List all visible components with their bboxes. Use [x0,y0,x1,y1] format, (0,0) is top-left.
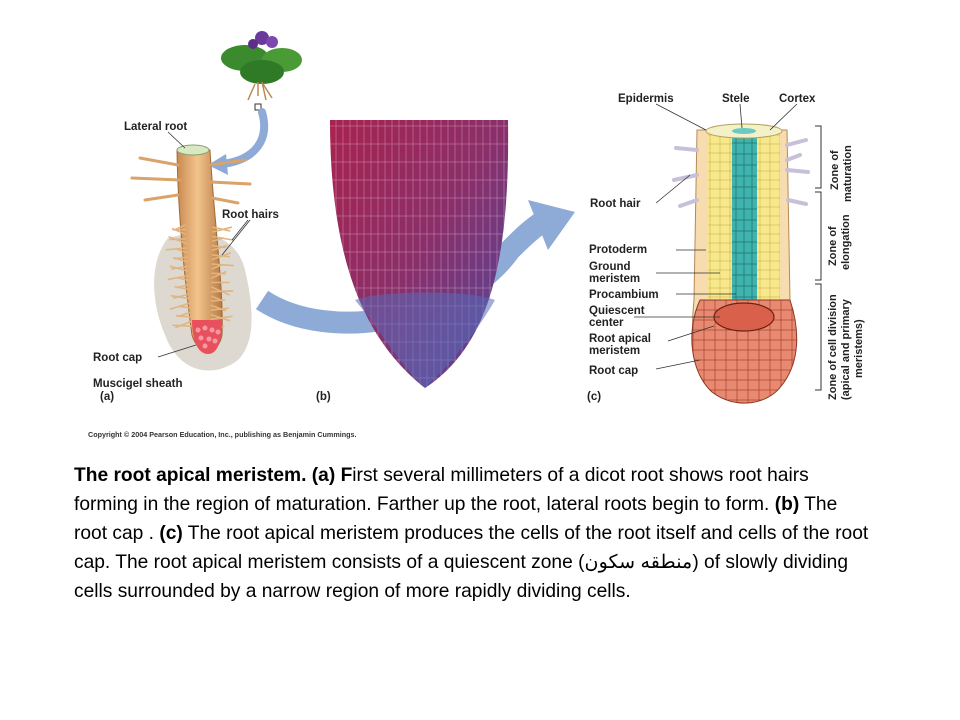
caption-bold-lead: The root apical meristem. (a) F [74,465,353,486]
label-stele: Stele [722,93,750,105]
quiescent-center-shape [713,302,775,332]
label-cortex: Cortex [779,93,816,105]
label-root-cap-a: Root cap [93,352,142,364]
panel-b-tag: (b) [316,391,331,403]
panel-b: (b) [316,120,509,403]
label-zone-division-1: Zone of cell division [827,294,839,400]
root-hairs-group [165,224,235,330]
label-zone-elongation-1: Zone of [827,226,839,266]
label-root-apical-meristem-2: meristem [589,345,640,357]
caption-bold-c: (c) [159,523,183,544]
root-cap-section [691,299,798,404]
label-muscigel-sheath: Muscigel sheath [93,378,182,390]
label-root-hairs: Root hairs [222,209,279,221]
caption-text-3: The root apical meristem produces the ce… [74,523,869,573]
label-quiescent-1: Quiescent [589,305,645,317]
label-procambium: Procambium [589,289,659,301]
figure-caption: The root apical meristem. (a) First seve… [74,461,874,606]
caption-text-2: The root cap . [74,494,838,544]
label-epidermis: Epidermis [618,93,674,105]
panel-a: Lateral root Root hairs Root cap Muscige… [93,31,302,403]
label-ground-meristem-1: Ground [589,261,631,273]
caption-persian-term: منطقه سكون [584,552,693,573]
label-zone-elongation-2: elongation [840,214,852,270]
label-lateral-root: Lateral root [124,121,187,133]
label-root-cap-c: Root cap [589,365,638,377]
label-root-apical-meristem-1: Root apical [589,333,651,345]
label-quiescent-2: center [589,317,624,329]
bracket-cell-division [815,283,822,391]
label-zone-maturation-2: maturation [842,145,854,202]
label-ground-meristem-2: meristem [589,273,640,285]
label-zone-division-3: meristems) [853,319,865,378]
violet-plant-illustration [221,31,302,111]
label-zone-division-2: (apical and primary [840,298,852,400]
caption-text-4: ) of slowly dividing cells surrounded by… [74,552,849,602]
panel-a-tag: (a) [100,391,114,403]
root-apical-meristem-figure: Lateral root Root hairs Root cap Muscige… [88,31,865,439]
label-root-hair: Root hair [590,198,641,210]
bracket-maturation [815,125,822,189]
caption-bold-b: (b) [774,494,800,515]
panel-c-tag: (c) [587,391,601,403]
label-zone-maturation-1: Zone of [829,150,841,190]
zoom-arrow-small [218,108,269,168]
stele-cells [732,132,757,304]
panel-c: Epidermis Stele Cortex Root hair Protode… [587,93,865,404]
caption-text-1: irst several millimeters of a dicot root… [74,465,809,515]
bracket-elongation [815,191,822,281]
root-cap-cells [192,320,222,354]
label-protoderm: Protoderm [589,244,647,256]
copyright-notice: Copyright © 2004 Pearson Education, Inc.… [88,430,357,439]
